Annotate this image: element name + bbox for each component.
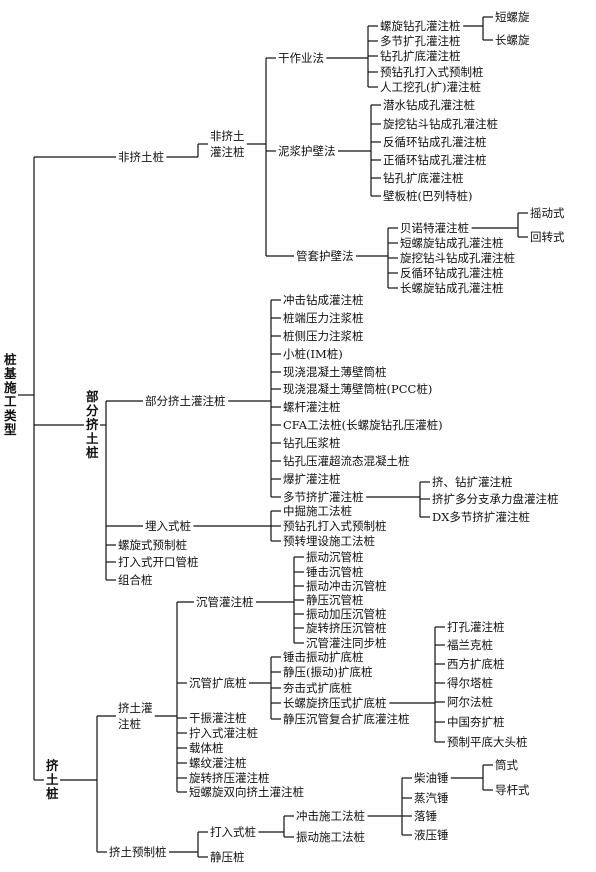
node-root-children-0-children-0-children-0-children-1: 多节扩孔灌注桩	[380, 34, 461, 48]
node-root-children-0-children-0-children-2-children-0-children-1: 回转式	[530, 230, 565, 244]
node-root-children-1-children-2: 螺旋式预制桩	[118, 538, 187, 552]
node-root-children-1-children-0-children-2: 桩侧压力注浆桩	[283, 329, 364, 343]
node-root-children-1-children-0-children-9: 钻孔压灌超流态混凝土桩	[283, 454, 410, 468]
node-root-children-0-children-0-children-1-children-2: 反循环钻成孔灌注桩	[383, 135, 487, 149]
node-root-children-2-children-1-children-0-children-0-children-0: 柴油锤	[414, 771, 449, 785]
node-root-children-2-children-0-children-1-children-3-children-4: 阿尔法桩	[447, 695, 493, 709]
node-root-children-2-children-1-children-1: 静压桩	[210, 850, 245, 864]
node-root-children-2: 挤土桩	[46, 758, 59, 801]
node-root-children-2-children-1-children-0-children-1: 振动施工法桩	[296, 830, 365, 844]
tree-edges	[18, 16, 528, 858]
node-root-children-1-children-0: 部分挤土灌注桩	[145, 394, 226, 408]
node-root-children-2-children-0-children-0-children-2: 振动冲击沉管桩	[306, 579, 387, 593]
node-root-children-0-children-0-children-2-children-0-children-0: 摇动式	[530, 206, 565, 220]
node-root-children-2-children-0-children-1: 沉管扩底桩	[189, 676, 247, 690]
node-root-children-2-children-0-children-1-children-3-children-0: 打孔灌注桩	[447, 620, 505, 634]
node-root-children-0-children-0-children-1: 泥浆护壁法	[278, 144, 336, 158]
node-root-children-2-children-0-children-4: 载体桩	[189, 741, 224, 755]
node-root-children-2-children-0-children-0-children-0: 振动沉管桩	[306, 550, 364, 564]
node-root-children-1-children-0-children-11-children-2: DX多节挤扩灌注桩	[432, 510, 530, 524]
node-root-children-0-children-0-children-0-children-2: 钻孔扩底灌注桩	[380, 49, 461, 63]
node-root-children-1-children-3: 打入式开口管桩	[118, 555, 199, 569]
node-root-children-0-children-0-children-1-children-3: 正循环钻成孔灌注桩	[383, 153, 487, 167]
node-root-children-2-children-0-children-0-children-1: 锤击沉管桩	[306, 565, 364, 579]
node-root-children-0-children-0-children-1-children-5: 壁板桩(巴列特桩)	[383, 189, 472, 203]
node-root-children-2-children-1-children-0-children-0-children-0-children-0: 筒式	[495, 758, 518, 772]
node-root-children-1-children-0-children-5: 现浇混凝土薄壁筒桩(PCC桩)	[283, 382, 432, 396]
node-root-children-2-children-0-children-6: 旋转挤压灌注桩	[189, 771, 270, 785]
node-root-children-2-children-0-children-1-children-3-children-5: 中国夯扩桩	[447, 715, 505, 729]
node-root-children-2-children-0-children-0-children-3: 静压沉管桩	[306, 593, 364, 607]
node-root-children-1-children-0-children-8: 钻孔压浆桩	[283, 436, 341, 450]
node-root-children-2-children-0-children-0-children-6: 沉管灌注同步桩	[306, 636, 387, 650]
node-root-children-0-children-0-children-0-children-0: 螺旋钻孔灌注桩	[380, 19, 461, 33]
node-root-children-2-children-0-children-3: 拧入式灌注桩	[189, 726, 258, 740]
node-root-children-2-children-0: 挤土灌注桩	[118, 701, 153, 731]
node-root-children-2-children-0-children-0: 沉管灌注桩	[196, 595, 254, 609]
node-root-children-1-children-0-children-6: 螺杆灌注桩	[283, 400, 341, 414]
node-root-children-1-children-0-children-1: 桩端压力注浆桩	[283, 311, 364, 325]
node-root-children-1: 部分挤土桩	[86, 389, 99, 460]
node-root-children-1-children-0-children-11-children-1: 挤扩多分支承力盘灌注桩	[432, 492, 559, 506]
node-root-children-0-children-0-children-2-children-4: 长螺旋钻成孔灌注桩	[400, 281, 504, 295]
node-root-children-0-children-0-children-0-children-3: 预钻孔打入式预制桩	[380, 65, 484, 79]
node-root-children-2-children-0-children-0-children-5: 旋转挤压沉管桩	[306, 621, 387, 635]
node-root-children-1-children-0-children-11-children-0: 挤、钻扩灌注桩	[432, 475, 513, 489]
node-root-children-0: 非挤土桩	[118, 150, 164, 164]
node-root-children-2-children-1-children-0-children-0-children-2: 落锤	[414, 809, 437, 823]
node-root-children-2-children-0-children-1-children-2: 夯击式扩底桩	[283, 681, 352, 695]
node-root-children-2-children-0-children-1-children-1: 静压(振动)扩底桩	[283, 665, 372, 679]
node-root-children-1-children-4: 组合桩	[118, 573, 153, 587]
node-root-children-2-children-0-children-2: 干振灌注桩	[189, 711, 247, 725]
node-root-children-1-children-1: 埋入式桩	[145, 519, 191, 533]
node-root-children-0-children-0-children-1-children-0: 潜水钻成孔灌注桩	[383, 98, 475, 112]
node-root-children-1-children-1-children-0: 中掘施工法桩	[283, 504, 352, 518]
node-root-children-1-children-1-children-1: 预钻孔打入式预制桩	[283, 519, 387, 533]
node-root: 桩基施工类型	[3, 352, 17, 437]
node-root-children-0-children-0-children-2: 管套护壁法	[296, 249, 354, 263]
node-root-children-2-children-0-children-1-children-3-children-2: 西方扩底桩	[447, 657, 505, 671]
node-root-children-2-children-0-children-1-children-4: 静压沉管复合扩底灌注桩	[283, 712, 410, 726]
node-root-children-0-children-0-children-1-children-4: 钻孔扩底灌注桩	[383, 171, 464, 185]
node-root-children-1-children-0-children-3: 小桩(IM桩)	[283, 347, 343, 361]
node-root-children-1-children-0-children-11: 多节挤扩灌注桩	[283, 490, 364, 504]
node-root-children-0-children-0: 非挤土灌注桩	[210, 129, 245, 159]
node-root-children-2-children-0-children-1-children-3-children-6: 预制平底大头桩	[447, 735, 528, 749]
node-root-children-2-children-0-children-1-children-3-children-1: 福兰克桩	[447, 638, 493, 652]
node-root-children-2-children-1-children-0-children-0-children-3: 液压锤	[414, 828, 449, 842]
node-root-children-2-children-1: 挤土预制桩	[109, 845, 167, 859]
node-root-children-0-children-0-children-0: 干作业法	[278, 51, 324, 65]
node-root-children-1-children-1-children-2: 预转埋设施工法桩	[283, 534, 375, 548]
node-root-children-0-children-0-children-0-children-0-children-0: 短螺旋	[495, 10, 530, 24]
node-root-children-2-children-0-children-7: 短螺旋双向挤土灌注桩	[189, 785, 304, 799]
node-root-children-2-children-1-children-0-children-0: 冲击施工法桩	[296, 809, 365, 823]
node-root-children-2-children-0-children-1-children-3: 长螺旋挤压式扩底桩	[283, 696, 387, 710]
node-root-children-1-children-0-children-4: 现浇混凝土薄壁筒桩	[283, 365, 387, 379]
node-root-children-0-children-0-children-0-children-4: 人工挖孔(扩)灌注桩	[380, 80, 481, 94]
node-root-children-2-children-0-children-0-children-4: 振动加压沉管桩	[306, 607, 387, 621]
node-root-children-0-children-0-children-2-children-0: 贝诺特灌注桩	[400, 221, 469, 235]
node-root-children-2-children-0-children-5: 螺纹灌注桩	[189, 756, 247, 770]
node-root-children-2-children-0-children-1-children-3-children-3: 得尔塔桩	[447, 676, 493, 690]
node-root-children-2-children-1-children-0: 打入式桩	[210, 825, 256, 839]
node-root-children-0-children-0-children-1-children-1: 旋挖钻斗钻成孔灌注桩	[383, 117, 498, 131]
node-root-children-0-children-0-children-2-children-1: 短螺旋钻成孔灌注桩	[400, 236, 504, 250]
node-root-children-2-children-0-children-1-children-0: 锤击振动扩底桩	[283, 650, 364, 664]
node-root-children-1-children-0-children-7: CFA工法桩(长螺旋钻孔压灌桩)	[283, 418, 443, 432]
node-root-children-0-children-0-children-0-children-0-children-1: 长螺旋	[495, 33, 530, 47]
node-root-children-0-children-0-children-2-children-3: 反循环钻成孔灌注桩	[400, 266, 504, 280]
node-root-children-2-children-1-children-0-children-0-children-0-children-1: 导杆式	[495, 783, 530, 797]
node-root-children-1-children-0-children-0: 冲击钻成灌注桩	[283, 293, 364, 307]
node-root-children-1-children-0-children-10: 爆扩灌注桩	[283, 472, 341, 486]
node-root-children-2-children-1-children-0-children-0-children-1: 蒸汽锤	[414, 791, 449, 805]
node-root-children-0-children-0-children-2-children-2: 旋挖钻斗钻成孔灌注桩	[400, 251, 515, 265]
